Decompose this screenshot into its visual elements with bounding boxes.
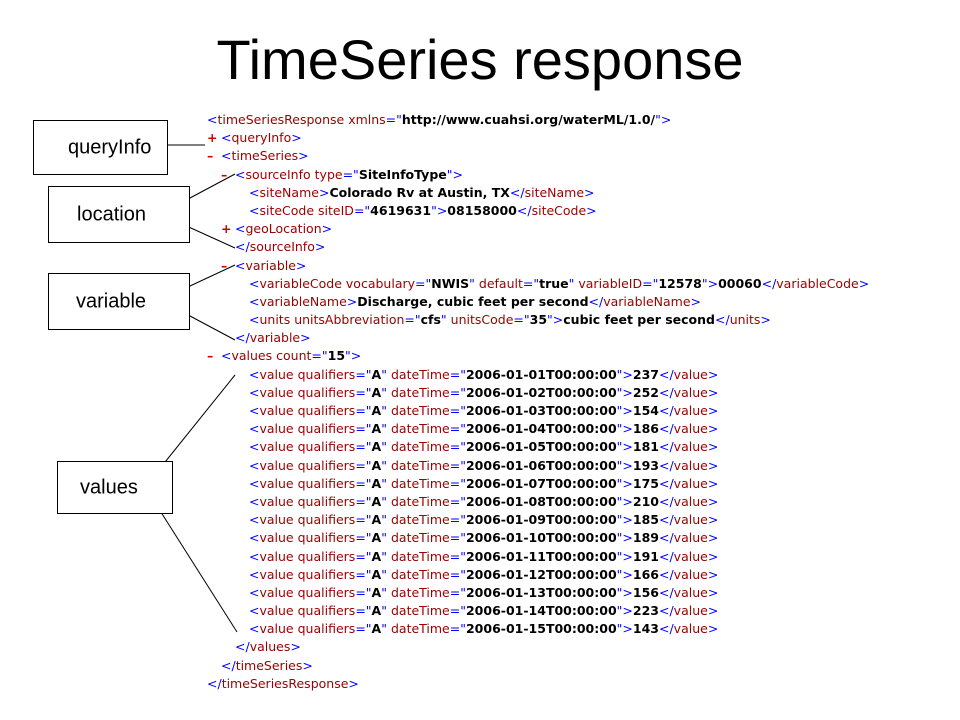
xml-line: </timeSeriesResponse>: [207, 675, 359, 691]
xml-line: +<queryInfo>: [207, 129, 869, 147]
xml-line: <variableCode vocabulary="NWIS" default=…: [249, 275, 870, 291]
xml-line: <value qualifiers="A" dateTime="2006-01-…: [249, 475, 719, 491]
xml-line: –<variable>: [207, 257, 869, 275]
xml-line: <value qualifiers="A" dateTime="2006-01-…: [249, 584, 719, 600]
callout-values-label: values: [80, 476, 138, 498]
xml-line: –<timeSeries>: [207, 147, 869, 165]
xml-line: <value qualifiers="A" dateTime="2006-01-…: [249, 621, 719, 637]
xml-line: </variable>: [235, 330, 311, 346]
xml-line: <value qualifiers="A" dateTime="2006-01-…: [249, 421, 719, 437]
xml-line: <value qualifiers="A" dateTime="2006-01-…: [249, 548, 719, 564]
xml-line: <value qualifiers="A" dateTime="2006-01-…: [249, 403, 719, 418]
collapse-toggle[interactable]: –: [207, 148, 214, 164]
xml-line: <value qualifiers="A" dateTime="2006-01-…: [249, 530, 719, 546]
collapse-toggle[interactable]: –: [221, 166, 228, 182]
xml-line: <siteCode siteID="4619631">08158000</sit…: [249, 202, 597, 218]
xml-line: –<sourceInfo type="SiteInfoType">: [207, 166, 869, 184]
xml-line: <units unitsAbbreviation="cfs" unitsCode…: [249, 312, 771, 328]
expand-toggle[interactable]: +: [207, 130, 218, 146]
slide-title: TimeSeries response: [216, 28, 744, 91]
callout-queryinfo-label: queryInfo: [68, 136, 152, 158]
xml-line: <value qualifiers="A" dateTime="2006-01-…: [249, 439, 719, 455]
xml-line: +<geoLocation>: [207, 220, 869, 238]
xml-line: <value qualifiers="A" dateTime="2006-01-…: [249, 493, 719, 509]
callout-queryinfo: queryInfo: [33, 120, 168, 175]
xml-line: <value qualifiers="A" dateTime="2006-01-…: [249, 566, 719, 582]
xml-line: –<values count="15">: [207, 347, 869, 365]
xml-line: <value qualifiers="A" dateTime="2006-01-…: [249, 366, 719, 382]
xml-line: <variableName>Discharge, cubic feet per …: [249, 293, 702, 309]
xml-line: </sourceInfo>: [235, 239, 326, 255]
xml-line: <siteName>Colorado Rv at Austin, TX</sit…: [249, 184, 595, 200]
callout-location: location: [48, 186, 190, 243]
callout-values: values: [57, 461, 173, 514]
callout-variable: variable: [48, 273, 190, 330]
xml-line: <value qualifiers="A" dateTime="2006-01-…: [249, 512, 719, 528]
callout-variable-label: variable: [76, 290, 147, 312]
collapse-toggle[interactable]: –: [207, 348, 214, 364]
xml-line: <timeSeriesResponse xmlns="http://www.cu…: [207, 112, 672, 127]
xml-line: </timeSeries>: [221, 657, 313, 673]
callout-location-label: location: [77, 203, 146, 225]
collapse-toggle[interactable]: –: [221, 257, 228, 273]
xml-listing: <timeSeriesResponse xmlns="http://www.cu…: [207, 111, 869, 693]
xml-line: <value qualifiers="A" dateTime="2006-01-…: [249, 384, 719, 400]
xml-line: </values>: [235, 639, 301, 655]
expand-toggle[interactable]: +: [221, 221, 232, 237]
xml-line: <value qualifiers="A" dateTime="2006-01-…: [249, 603, 719, 619]
xml-line: <value qualifiers="A" dateTime="2006-01-…: [249, 457, 719, 473]
